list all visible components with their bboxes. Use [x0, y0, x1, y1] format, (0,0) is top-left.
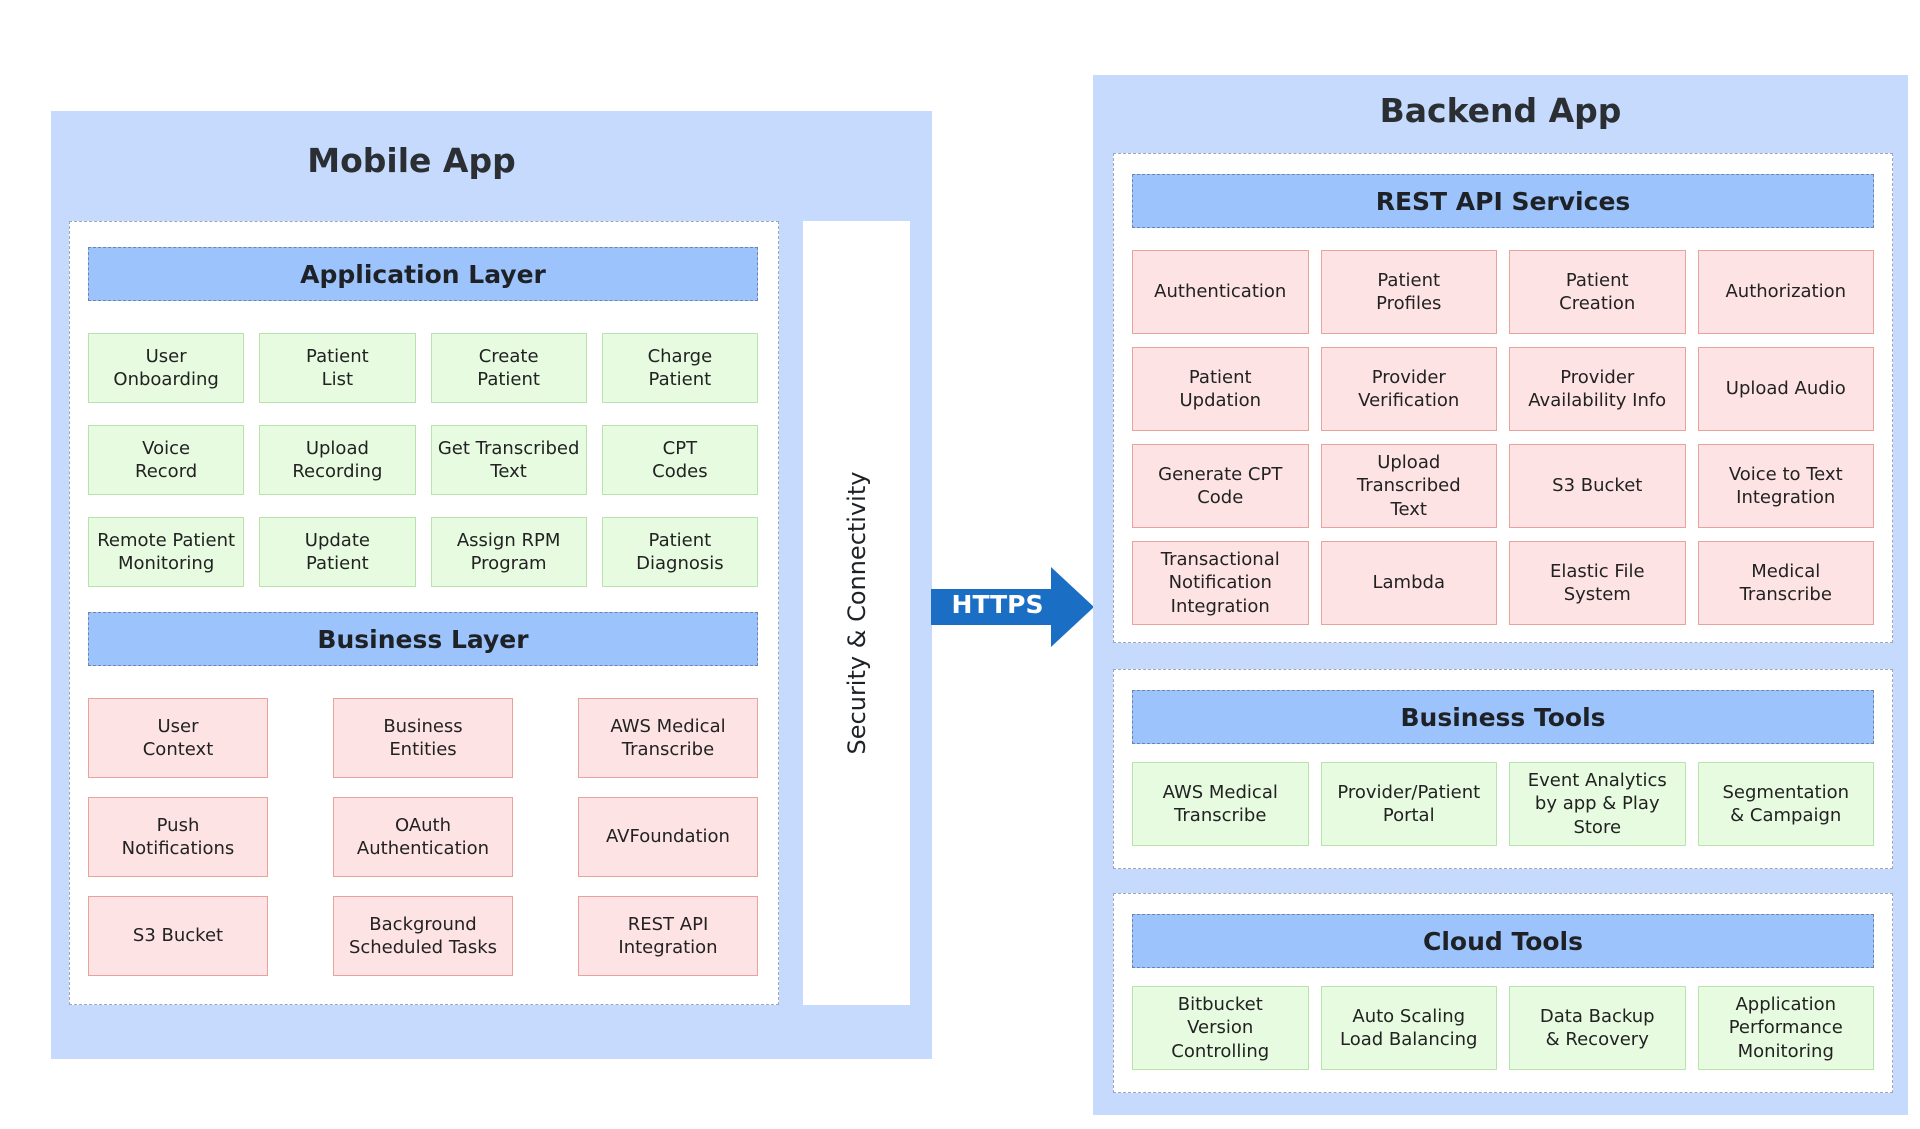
- rest-item-s3-bucket: S3 Bucket: [1509, 444, 1686, 528]
- cloud-tools-header: Cloud Tools: [1132, 914, 1874, 968]
- application-layer-grid: User Onboarding Patient List Create Pati…: [88, 333, 758, 587]
- rest-item-patient-updation: Patient Updation: [1132, 347, 1309, 431]
- biz-item-avfoundation: AVFoundation: [578, 797, 758, 877]
- security-connectivity-column: Security & Connectivity: [803, 221, 910, 1005]
- mobile-layers-container: Application Layer User Onboarding Patien…: [69, 221, 779, 1005]
- app-item-assign-rpm-program: Assign RPM Program: [430, 517, 587, 587]
- https-arrow: [931, 567, 1094, 647]
- app-item-upload-recording: Upload Recording: [259, 425, 416, 495]
- rest-item-generate-cpt-code: Generate CPT Code: [1132, 444, 1309, 528]
- business-layer-grid: User Context Business Entities AWS Medic…: [88, 698, 758, 976]
- rest-item-patient-profiles: Patient Profiles: [1320, 250, 1497, 334]
- biz-item-push-notifications: Push Notifications: [88, 797, 268, 877]
- rest-item-provider-verification: Provider Verification: [1320, 347, 1497, 431]
- biz-tool-event-analytics: Event Analytics by app & Play Store: [1509, 762, 1686, 846]
- biz-tool-aws-medical-transcribe: AWS Medical Transcribe: [1132, 762, 1309, 846]
- rest-item-elastic-file-system: Elastic File System: [1509, 541, 1686, 625]
- rest-item-medical-transcribe: Medical Transcribe: [1697, 541, 1874, 625]
- app-item-create-patient: Create Patient: [430, 333, 587, 403]
- rest-api-services-grid: Authentication Patient Profiles Patient …: [1132, 250, 1874, 625]
- biz-item-background-scheduled-tasks: Background Scheduled Tasks: [333, 896, 513, 976]
- app-item-get-transcribed-text: Get Transcribed Text: [430, 425, 587, 495]
- rest-item-transactional-notification-integration: Transactional Notification Integration: [1132, 541, 1309, 625]
- biz-tool-segmentation-campaign: Segmentation & Campaign: [1697, 762, 1874, 846]
- rest-item-upload-transcribed-text: Upload Transcribed Text: [1320, 444, 1497, 528]
- business-tools-container: Business Tools AWS Medical Transcribe Pr…: [1113, 669, 1893, 869]
- rest-api-services-container: REST API Services Authentication Patient…: [1113, 153, 1893, 643]
- rest-item-upload-audio: Upload Audio: [1697, 347, 1874, 431]
- business-tools-grid: AWS Medical Transcribe Provider/Patient …: [1132, 762, 1874, 846]
- backend-app-panel: Backend App REST API Services Authentica…: [1093, 75, 1908, 1115]
- rest-item-voice-to-text-integration: Voice to Text Integration: [1697, 444, 1874, 528]
- cloud-tool-auto-scaling-load-balancing: Auto Scaling Load Balancing: [1320, 986, 1497, 1070]
- app-item-patient-diagnosis: Patient Diagnosis: [601, 517, 758, 587]
- mobile-app-panel: Mobile App Application Layer User Onboar…: [51, 111, 932, 1059]
- app-item-voice-record: Voice Record: [88, 425, 245, 495]
- business-tools-header: Business Tools: [1132, 690, 1874, 744]
- app-item-update-patient: Update Patient: [259, 517, 416, 587]
- biz-item-rest-api-integration: REST API Integration: [578, 896, 758, 976]
- app-item-charge-patient: Charge Patient: [601, 333, 758, 403]
- rest-item-lambda: Lambda: [1320, 541, 1497, 625]
- cloud-tool-data-backup-recovery: Data Backup & Recovery: [1509, 986, 1686, 1070]
- cloud-tools-grid: Bitbucket Version Controlling Auto Scali…: [1132, 986, 1874, 1070]
- biz-item-user-context: User Context: [88, 698, 268, 778]
- rest-item-authorization: Authorization: [1697, 250, 1874, 334]
- biz-item-aws-medical-transcribe: AWS Medical Transcribe: [578, 698, 758, 778]
- https-arrow-shape: [931, 567, 1094, 647]
- cloud-tool-application-performance-monitoring: Application Performance Monitoring: [1697, 986, 1874, 1070]
- backend-app-title: Backend App: [1379, 91, 1622, 130]
- app-item-remote-patient-monitoring: Remote Patient Monitoring: [88, 517, 245, 587]
- rest-api-services-header: REST API Services: [1132, 174, 1874, 228]
- rest-item-patient-creation: Patient Creation: [1509, 250, 1686, 334]
- cloud-tools-container: Cloud Tools Bitbucket Version Controllin…: [1113, 893, 1893, 1093]
- mobile-app-title: Mobile App: [307, 141, 516, 180]
- biz-item-s3-bucket: S3 Bucket: [88, 896, 268, 976]
- business-layer-header: Business Layer: [88, 612, 758, 666]
- cloud-tool-bitbucket-version-controlling: Bitbucket Version Controlling: [1132, 986, 1309, 1070]
- biz-tool-provider-patient-portal: Provider/Patient Portal: [1320, 762, 1497, 846]
- app-item-user-onboarding: User Onboarding: [88, 333, 245, 403]
- app-item-patient-list: Patient List: [259, 333, 416, 403]
- https-label: HTTPS: [951, 590, 1044, 619]
- rest-item-provider-availability-info: Provider Availability Info: [1509, 347, 1686, 431]
- security-connectivity-label: Security & Connectivity: [842, 471, 871, 755]
- app-item-cpt-codes: CPT Codes: [601, 425, 758, 495]
- biz-item-oauth-authentication: OAuth Authentication: [333, 797, 513, 877]
- rest-item-authentication: Authentication: [1132, 250, 1309, 334]
- biz-item-business-entities: Business Entities: [333, 698, 513, 778]
- application-layer-header: Application Layer: [88, 247, 758, 301]
